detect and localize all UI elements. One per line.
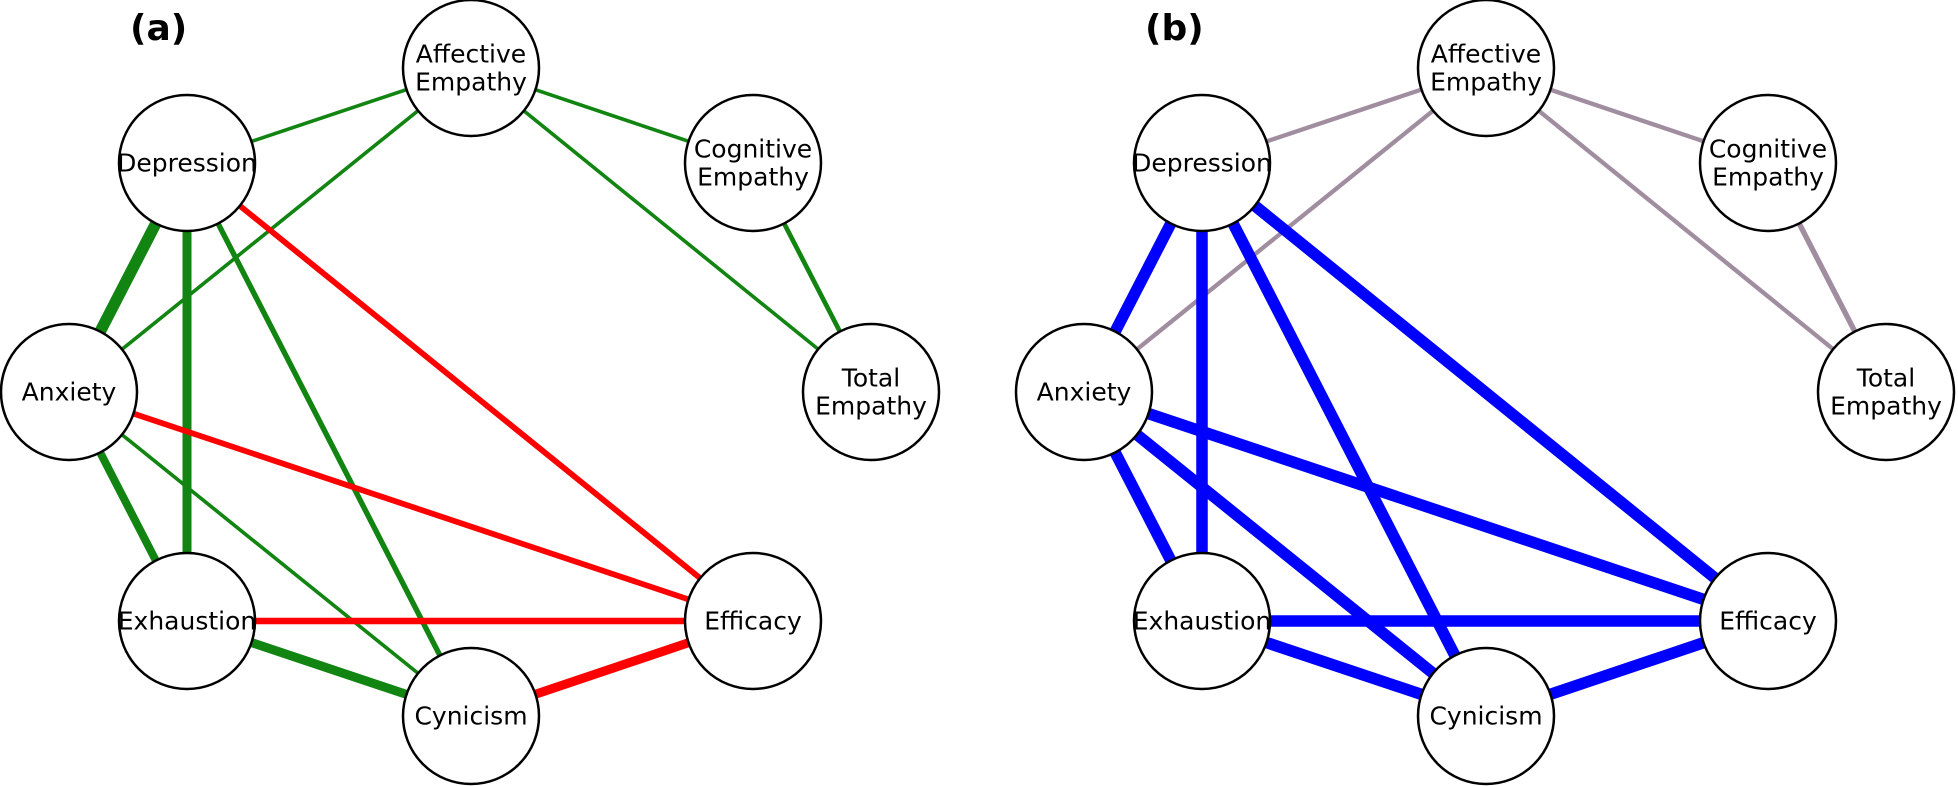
node-circle xyxy=(1416,646,1556,786)
edge-anxiety-efficacy xyxy=(1082,386,1770,627)
node-circle xyxy=(1698,551,1838,691)
node-label: Exhaustion xyxy=(1133,607,1272,636)
edge-affective-total xyxy=(469,66,873,394)
node-label: Empathy xyxy=(697,163,809,192)
node-circle xyxy=(683,551,823,691)
node-circle xyxy=(117,551,257,691)
edge-anxiety-cynicism xyxy=(1080,387,1490,721)
node-circle xyxy=(401,646,541,786)
node-label: Cognitive xyxy=(1709,135,1827,164)
panel-a-label: (a) xyxy=(130,8,187,49)
node-label: Efficacy xyxy=(704,607,802,636)
node-circle xyxy=(401,0,541,138)
node-circle xyxy=(1416,0,1556,138)
node-circle xyxy=(683,93,823,233)
node-efficacy: Efficacy xyxy=(683,551,823,691)
node-circle xyxy=(801,322,941,462)
node-label: Efficacy xyxy=(1719,607,1817,636)
node-label: Cynicism xyxy=(414,702,527,731)
node-label: Depression xyxy=(1132,149,1272,178)
node-cynicism: Cynicism xyxy=(1416,646,1556,786)
node-label: Depression xyxy=(117,149,257,178)
node-circle xyxy=(1132,93,1272,233)
node-depression: Depression xyxy=(1132,93,1272,233)
node-label: Anxiety xyxy=(22,378,117,407)
node-label: Total xyxy=(1856,364,1915,393)
node-label: Affective xyxy=(1431,40,1541,69)
panel-b-label: (b) xyxy=(1145,8,1204,49)
node-circle xyxy=(1816,322,1956,462)
node-label: Cynicism xyxy=(1429,702,1542,731)
edge-depression-efficacy xyxy=(185,160,755,624)
node-exhaustion: Exhaustion xyxy=(1132,551,1272,691)
node-circle xyxy=(1132,551,1272,691)
node-circle xyxy=(1698,93,1838,233)
node-label: Cognitive xyxy=(694,135,812,164)
node-anxiety: Anxiety xyxy=(1014,322,1154,462)
edge-depression-efficacy xyxy=(1198,158,1772,626)
node-cynicism: Cynicism xyxy=(401,646,541,786)
node-label: Empathy xyxy=(1712,163,1824,192)
node-circle xyxy=(117,93,257,233)
node-label: Total xyxy=(841,364,900,393)
node-anxiety: Anxiety xyxy=(0,322,139,462)
node-label: Affective xyxy=(416,40,526,69)
node-label: Anxiety xyxy=(1037,378,1132,407)
node-depression: Depression xyxy=(117,93,257,233)
node-label: Empathy xyxy=(415,68,527,97)
node-label: Empathy xyxy=(1830,392,1942,421)
edge-anxiety-efficacy xyxy=(68,389,754,624)
node-label: Exhaustion xyxy=(118,607,257,636)
node-label: Empathy xyxy=(815,392,927,421)
node-circle xyxy=(0,322,139,462)
node-label: Empathy xyxy=(1430,68,1542,97)
edge-anxiety-cynicism xyxy=(67,390,473,718)
node-circle xyxy=(1014,322,1154,462)
edge-affective-total xyxy=(1484,66,1888,394)
node-exhaustion: Exhaustion xyxy=(117,551,257,691)
node-efficacy: Efficacy xyxy=(1698,551,1838,691)
